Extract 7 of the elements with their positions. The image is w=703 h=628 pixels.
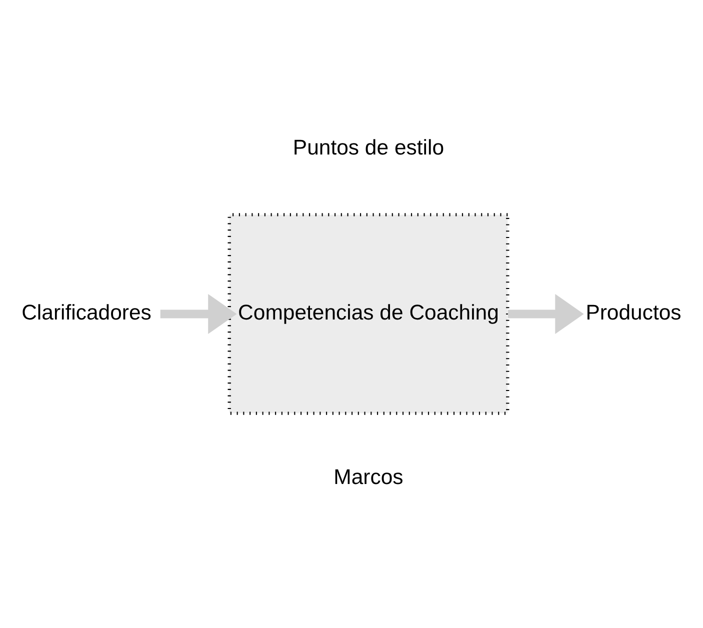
arrow xyxy=(160,294,237,334)
label: Puntos de estilo xyxy=(292,136,444,160)
arrow xyxy=(508,294,584,334)
label: Marcos xyxy=(334,464,404,489)
node-box: Competencias de Coaching xyxy=(228,213,510,415)
node-text: Clarificadores xyxy=(22,300,152,324)
node-text: Productos xyxy=(586,300,682,324)
